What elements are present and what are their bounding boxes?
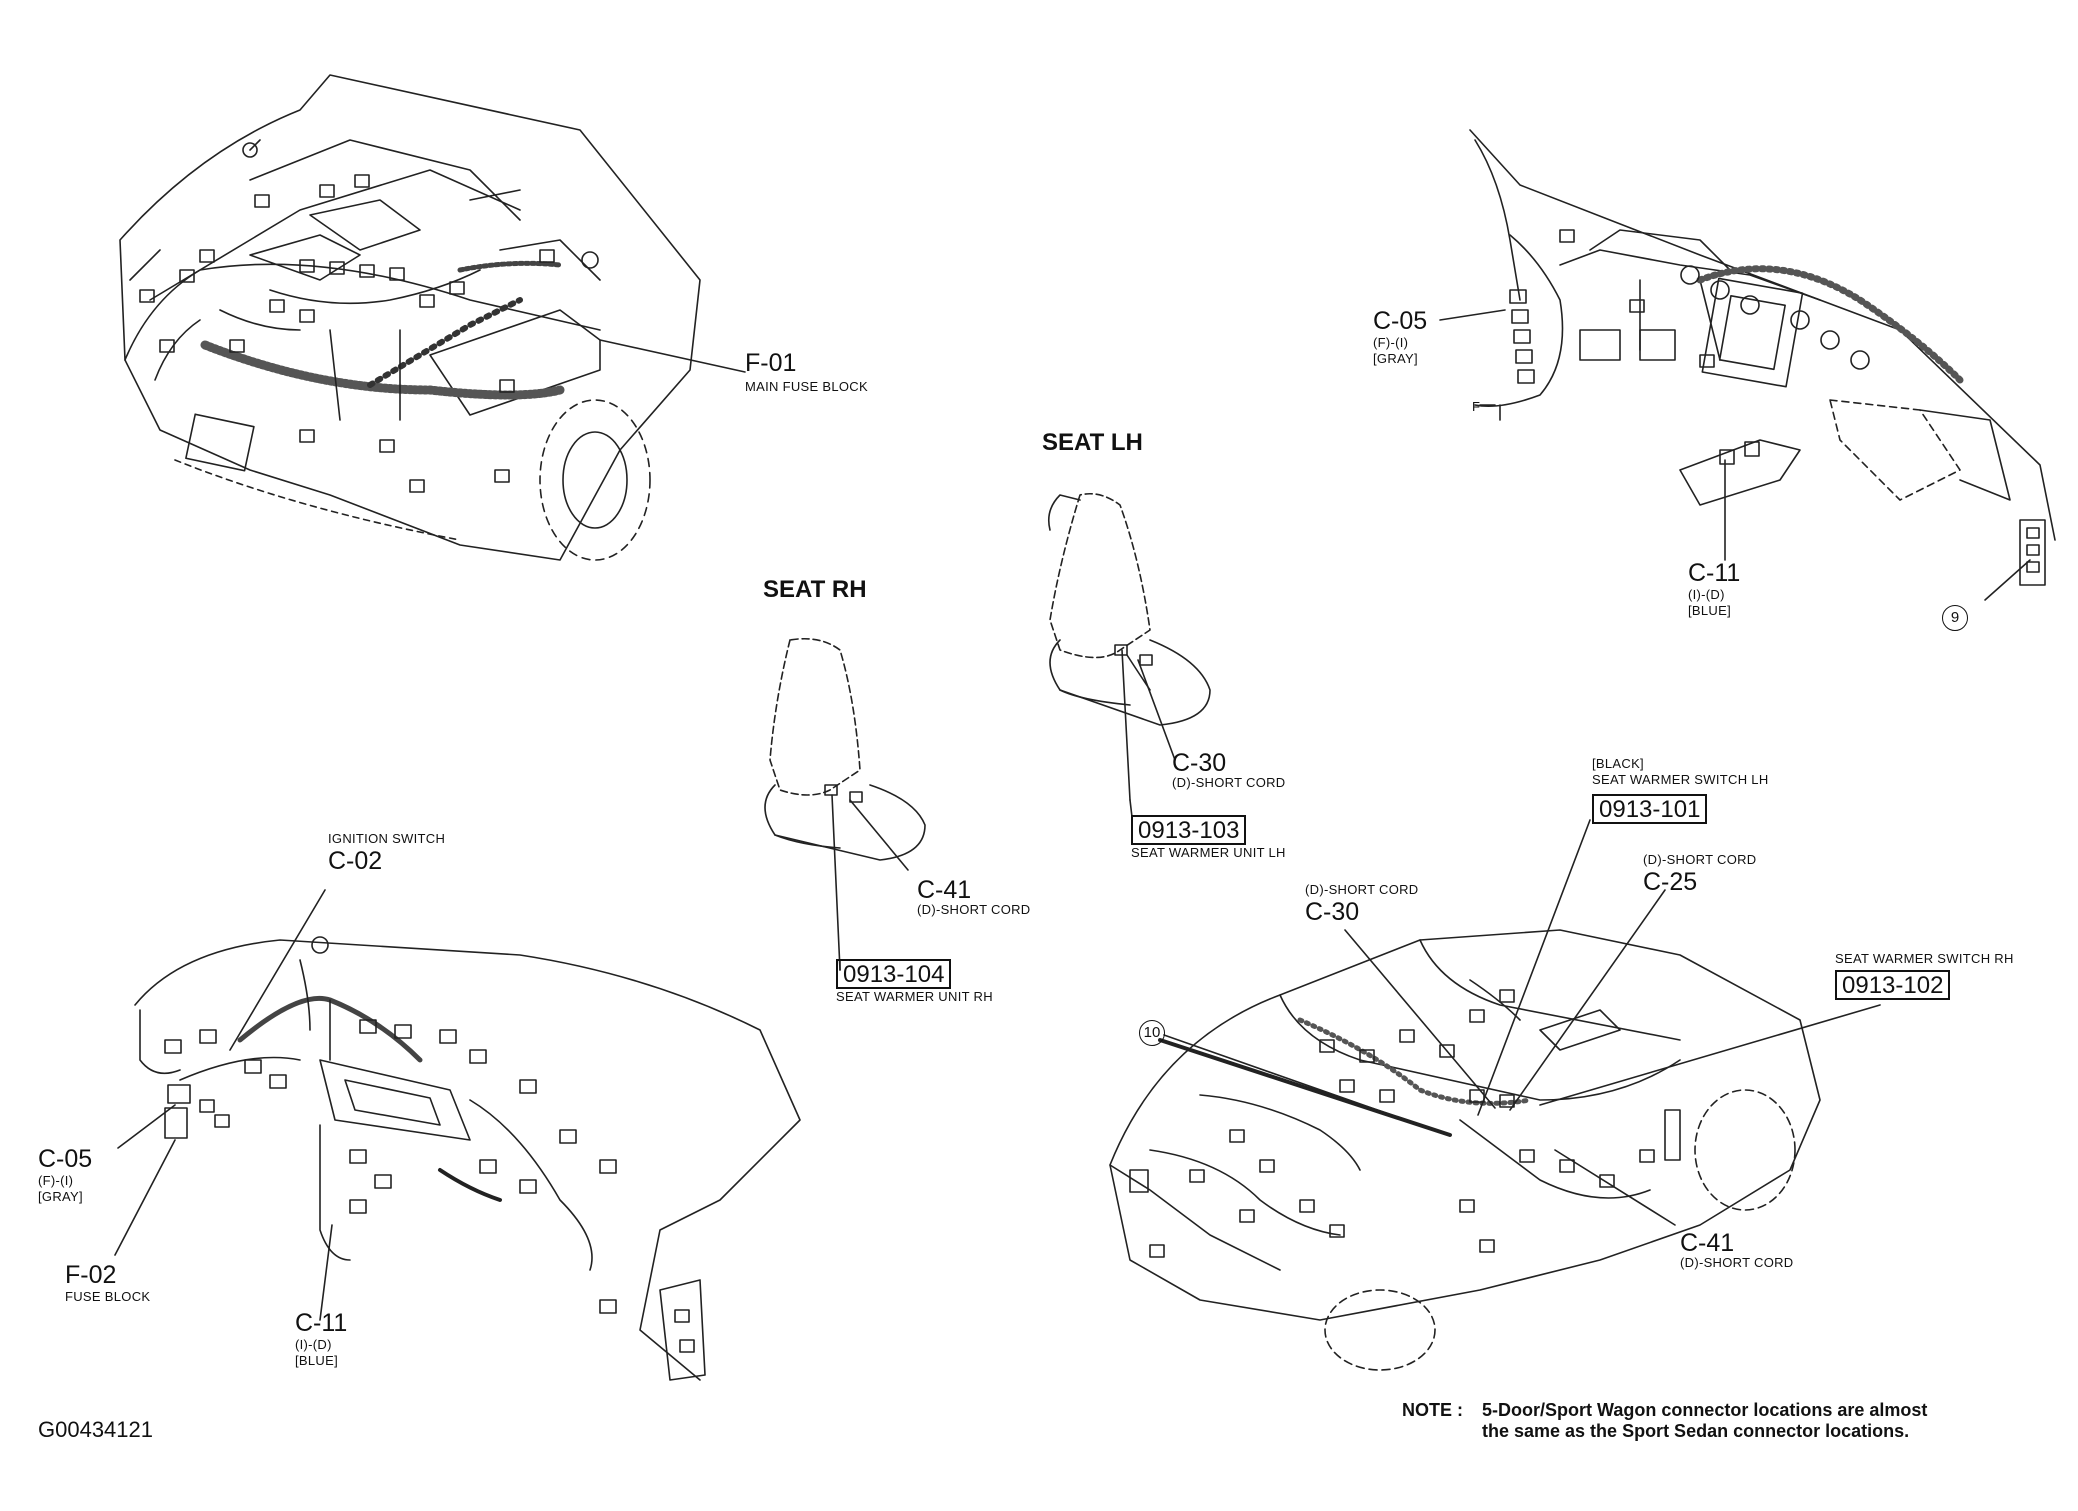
callout-9: 9 [1942,605,1968,631]
seat-lh-c30-code: C-30 [1172,749,1227,777]
vehicle-illustration [1109,819,1881,1371]
seat-rh-illustration [764,637,926,971]
dash-right-c05-spec: (F)-(I) [1373,335,1409,350]
dash-right-f-marker: F [1472,399,1481,414]
dash-left-c11-color: [BLUE] [295,1353,338,1368]
seat-lh-box: 0913-103 [1131,815,1247,846]
dash-left-illustration [114,889,801,1381]
dash-left-c11-spec: (I)-(D) [295,1337,332,1352]
vehicle-c41-desc: (D)-SHORT CORD [1680,1255,1794,1270]
seat-rh-box: 0913-104 [836,959,952,990]
dash-right-illustration [1439,129,2056,601]
sw-rh-box: 0913-102 [1835,970,1951,1001]
seat-rh-c41-code: C-41 [917,876,972,904]
seat-lh-illustration [1047,492,1211,801]
note-prefix: NOTE : [1402,1400,1463,1420]
dash-right-c11-code: C-11 [1688,559,1741,587]
f02-desc: FUSE BLOCK [65,1289,151,1304]
f01-desc: MAIN FUSE BLOCK [745,379,868,394]
dash-right-c11-spec: (I)-(D) [1688,587,1725,602]
engine-bay-illustration [119,74,746,561]
vehicle-c30-desc: (D)-SHORT CORD [1305,882,1419,897]
seat-rh-c41-desc: (D)-SHORT CORD [917,902,1031,917]
dash-right-c11-color: [BLUE] [1688,603,1731,618]
f02-code: F-02 [65,1261,117,1289]
sw-rh-title: SEAT WARMER SWITCH RH [1835,951,2014,966]
note-line-2: the same as the Sport Sedan connector lo… [1482,1421,1910,1441]
vehicle-c30-code: C-30 [1305,898,1360,926]
sw-lh-title: SEAT WARMER SWITCH LH [1592,772,1769,787]
sw-lh-color: [BLACK] [1592,756,1644,771]
ignition-switch-code: C-02 [328,847,383,875]
seat-rh-unit: SEAT WARMER UNIT RH [836,989,993,1004]
seat-lh-c30-desc: (D)-SHORT CORD [1172,775,1286,790]
c25-code: C-25 [1643,868,1698,896]
dash-left-c05-color: [GRAY] [38,1189,83,1204]
dash-left-c05-code: C-05 [38,1145,93,1173]
c25-desc: (D)-SHORT CORD [1643,852,1757,867]
note-line-1: 5-Door/Sport Wagon connector locations a… [1482,1400,1928,1420]
dash-right-c05-color: [GRAY] [1373,351,1418,366]
diagram-id: G00434121 [38,1417,153,1442]
ignition-switch-title: IGNITION SWITCH [328,831,446,846]
sw-lh-box: 0913-101 [1592,794,1708,825]
dash-right-c05-code: C-05 [1373,307,1428,335]
seat-rh-heading: SEAT RH [763,576,867,603]
dash-left-c11-code: C-11 [295,1309,348,1337]
f01-code: F-01 [745,349,797,377]
vehicle-c41-code: C-41 [1680,1229,1735,1257]
callout-10: 10 [1139,1020,1165,1046]
seat-lh-unit: SEAT WARMER UNIT LH [1131,845,1286,860]
dash-left-c05-spec: (F)-(I) [38,1173,74,1188]
seat-lh-heading: SEAT LH [1042,429,1143,456]
